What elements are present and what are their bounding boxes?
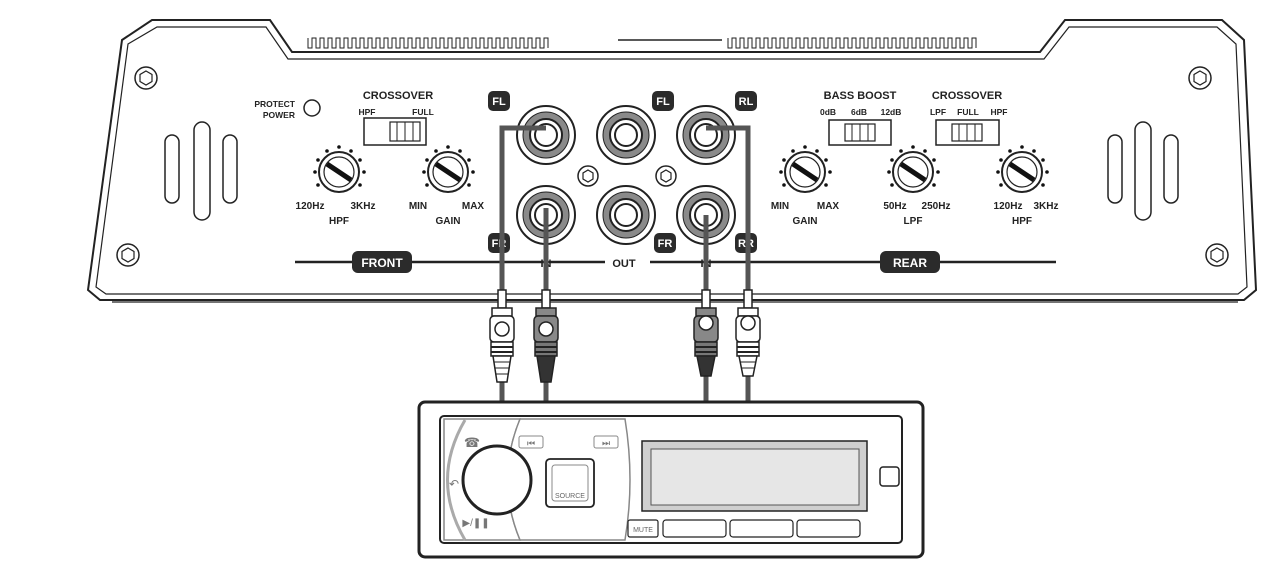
jack-badge-fr-in: FR (488, 233, 510, 253)
rear-lpf-knob[interactable] (887, 145, 940, 193)
svg-text:⏮: ⏮ (527, 438, 535, 448)
heatsink-teeth (727, 37, 977, 49)
rca-plug-front-left (489, 289, 515, 383)
rca-plug-rear-left (693, 289, 719, 377)
back-arrow-icon[interactable]: ↶ (449, 477, 459, 491)
power-label: POWER (263, 110, 295, 120)
front-gain-name: GAIN (436, 216, 461, 227)
bass-boost-option: 12dB (881, 107, 902, 117)
svg-text:MUTE: MUTE (633, 527, 653, 534)
heatsink-teeth (307, 37, 549, 49)
svg-text:FL: FL (492, 96, 506, 108)
screw-icon (134, 66, 158, 90)
rca-plug-front-right (533, 289, 559, 383)
bass-boost-option: 0dB (820, 107, 836, 117)
phone-icon[interactable]: ☎ (464, 435, 480, 450)
rear-crossover-switch[interactable] (935, 119, 1000, 146)
head-unit: ☎ ↶ ▶/❚❚ ⏮ ⏭ SOURCE MUTE (417, 400, 925, 559)
source-label: SOURCE (555, 493, 585, 500)
rca-jack-in-front-left[interactable] (516, 105, 576, 165)
mute-button[interactable]: MUTE (627, 519, 659, 538)
screw-icon (116, 243, 140, 267)
amplifier-outline (86, 19, 1258, 301)
jack-badge-fl-out: FL (652, 91, 674, 111)
skip-forward-icon[interactable]: ⏭ (593, 435, 619, 449)
rear-gain-name: GAIN (793, 216, 818, 227)
rca-jack-out-front-left[interactable] (596, 105, 656, 165)
protect-power-led (303, 99, 321, 117)
rear-crossover-option: LPF (930, 107, 946, 117)
volume-knob[interactable] (461, 444, 533, 516)
front-gain-min-label: MIN (409, 201, 427, 212)
faceplate-release-button[interactable] (879, 466, 900, 487)
svg-text:FR: FR (658, 238, 673, 250)
amplifier-inner-outline (95, 26, 1248, 295)
screw-icon (655, 165, 677, 187)
front-crossover-option: FULL (412, 107, 434, 117)
out-label: OUT (612, 258, 636, 270)
play-pause-icon[interactable]: ▶/❚❚ (462, 518, 489, 529)
rear-gain-min-label: MIN (771, 201, 789, 212)
rear-crossover-title: CROSSOVER (932, 90, 1002, 102)
preset-button-1[interactable] (662, 519, 727, 538)
svg-text:REAR: REAR (893, 256, 927, 270)
screw-icon (1188, 66, 1212, 90)
protect-label: PROTECT (254, 99, 295, 109)
bezel-inner-arc (446, 419, 467, 541)
rca-jack-in-rear-left[interactable] (676, 105, 736, 165)
front-hpf-knob[interactable] (313, 145, 366, 193)
front-gain-max-label: MAX (462, 201, 485, 212)
jack-badge-fr-out: FR (654, 233, 676, 253)
front-crossover-switch[interactable] (363, 117, 427, 146)
vent-slots-left (164, 121, 238, 221)
rear-hpf-max-label: 3KHz (1033, 201, 1058, 212)
rear-lpf-max-label: 250Hz (922, 201, 951, 212)
vent-slots-right (1107, 121, 1179, 221)
screw-icon (577, 165, 599, 187)
bass-boost-switch[interactable] (828, 119, 892, 146)
front-hpf-name: HPF (329, 216, 349, 227)
skip-back-icon[interactable]: ⏮ (518, 435, 544, 449)
svg-text:FL: FL (656, 96, 670, 108)
rear-lpf-min-label: 50Hz (883, 201, 906, 212)
screw-icon (1205, 243, 1229, 267)
rear-hpf-knob[interactable] (996, 145, 1049, 193)
preset-button-2[interactable] (729, 519, 794, 538)
front-crossover-option: HPF (359, 107, 376, 117)
source-button[interactable]: SOURCE (545, 458, 595, 508)
bass-boost-title: BASS BOOST (824, 90, 897, 102)
front-hpf-max-label: 3KHz (350, 201, 375, 212)
rear-gain-knob[interactable] (779, 145, 832, 193)
front-gain-knob[interactable] (422, 145, 475, 193)
preset-button-3[interactable] (796, 519, 861, 538)
svg-text:⏭: ⏭ (602, 438, 610, 448)
rear-gain-max-label: MAX (817, 201, 840, 212)
rear-hpf-min-label: 120Hz (994, 201, 1023, 212)
front-section-badge: FRONT (352, 251, 412, 273)
rear-crossover-option: HPF (991, 107, 1008, 117)
lcd-display (650, 448, 860, 506)
rca-jack-out-front-right[interactable] (596, 185, 656, 245)
jack-badge-rl-in: RL (735, 91, 757, 111)
rear-section-badge: REAR (880, 251, 940, 273)
front-hpf-min-label: 120Hz (296, 201, 325, 212)
jack-badge-fl-in: FL (488, 91, 510, 111)
rear-lpf-name: LPF (904, 216, 923, 227)
amplifier: PROTECT POWER CROSSOVER HPF FULL 120Hz 3… (86, 19, 1258, 303)
rear-crossover-option: FULL (957, 107, 979, 117)
front-crossover-title: CROSSOVER (363, 90, 433, 102)
rear-hpf-name: HPF (1012, 216, 1032, 227)
rca-plug-rear-right (735, 289, 761, 377)
bass-boost-option: 6dB (851, 107, 867, 117)
svg-text:FRONT: FRONT (361, 256, 403, 270)
svg-text:RL: RL (739, 96, 754, 108)
